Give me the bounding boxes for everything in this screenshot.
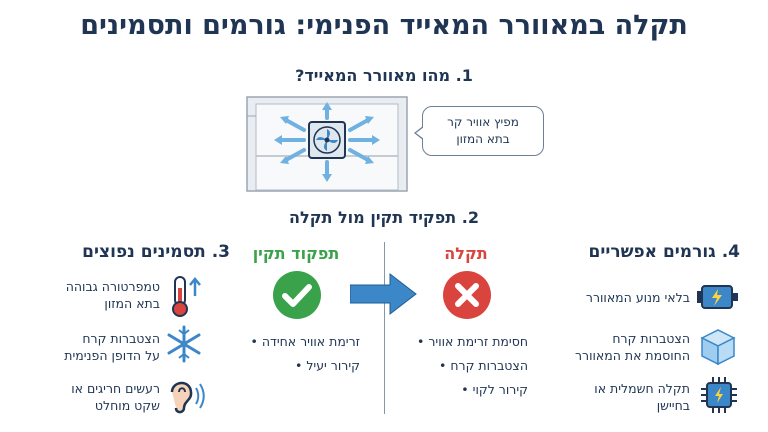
symptom-text-1: טמפרטורה גבוהה בתא המזון [40,278,160,312]
symptom-line: הצטברות קרח [82,331,160,346]
bubble-tail-inner [416,127,424,139]
circuit-chip-icon [701,377,737,413]
fault-label: תקלה [444,244,488,263]
bubble-line1: מפיץ אוויר קר [447,115,519,129]
cause-line: הצטברות קרח [612,331,690,346]
cause-line: בלאי מנוע המאוורר [585,290,690,305]
speech-bubble: מפיץ אוויר קר בתא המזון [422,106,544,156]
cause-text-1: בלאי מנוע המאוורר [560,289,690,306]
normal-list: זרימת אוויר אחידה קירור יעיל [220,330,360,378]
divider [384,242,385,414]
fault-list: חסימת זרימת אוויר הצטברות קרח קירור לקוי [388,330,528,402]
cause-text-3: תקלה חשמלית או בחיישן [560,380,690,414]
symptom-line: רעשים חריגים או [71,381,160,396]
motor-icon [697,285,738,309]
cause-text-2: הצטברות קרח החוסמת את המאוורר [560,330,690,364]
normal-item: זרימת אוויר אחידה [220,330,360,354]
symptom-text-3: רעשים חריגים או שקט מוחלט [40,380,160,414]
symptom-line: בתא המזון [104,296,160,311]
cause-line: תקלה חשמלית או [594,381,690,396]
bubble-line2: בתא המזון [456,132,510,146]
page-title: תקלה במאוורר המאייד הפנימי: גורמים ותסמי… [80,10,688,41]
symptom-line: שקט מוחלט [94,398,160,413]
fault-item: חסימת זרימת אוויר [388,330,528,354]
cause-line: החוסמת את המאוורר [574,348,690,363]
fault-item: הצטברות קרח [388,354,528,378]
section3-heading: 3. תסמינים נפוצים [82,242,230,262]
section1-heading: 1. מהו מאוורר המאייד? [295,66,473,85]
thermometer-up-icon [172,276,201,317]
section4-heading: 4. גורמים אפשריים [588,242,740,262]
symptom-line: טמפרטורה גבוהה [65,279,160,294]
fridge-interior-illustration [246,96,408,192]
fault-item: קירור לקוי [388,378,528,402]
ice-cube-icon [700,329,736,366]
snowflake-icon [167,325,201,363]
arrow-right-icon [350,272,417,316]
x-error-icon [443,271,491,319]
section2-heading: 2. תפקיד תקין מול תקלה [289,208,479,227]
ear-sound-icon [170,381,205,414]
check-icon [273,271,321,319]
normal-label: תפקוד תקין [252,244,340,263]
cause-line: בחיישן [656,398,690,413]
symptom-text-2: הצטברות קרח על הדופן הפנימית [40,330,160,364]
symptom-line: על הדופן הפנימית [64,348,160,363]
normal-item: קירור יעיל [220,354,360,378]
